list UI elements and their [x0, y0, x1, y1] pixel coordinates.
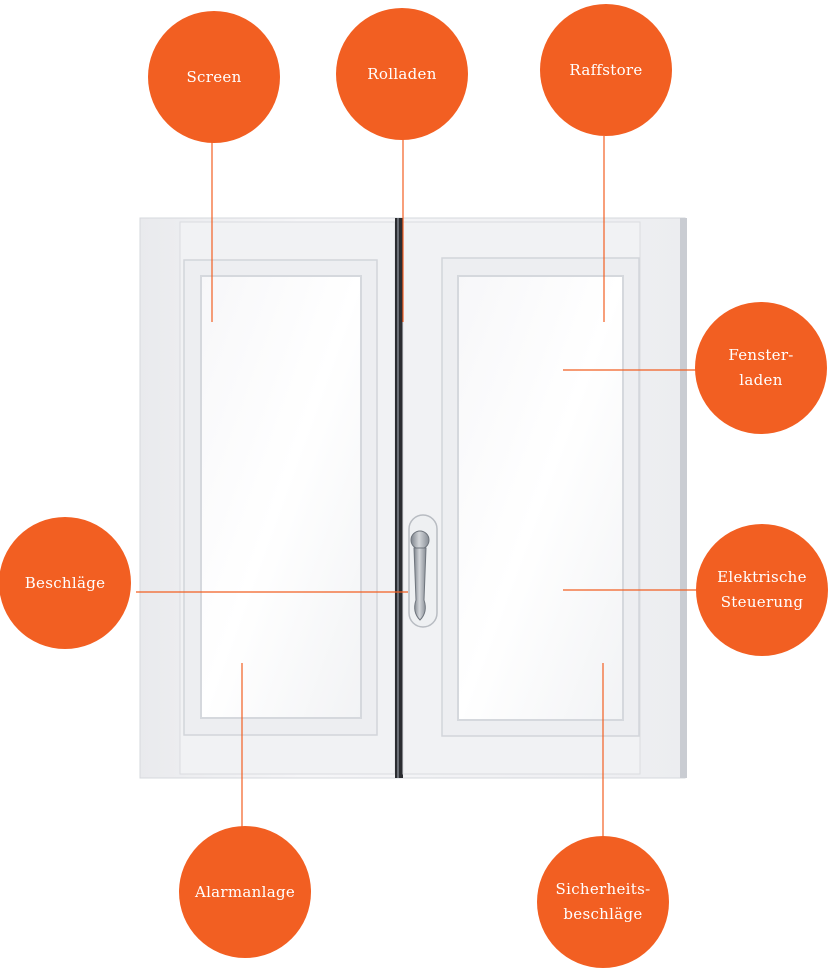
bubble-label-line: Beschläge [24, 573, 106, 592]
bubble-label-line: beschläge [563, 905, 643, 923]
bubble-fensterladen: Fenster-laden [695, 302, 827, 434]
bubble-label: Screen [186, 65, 241, 90]
bubble-screen: Screen [148, 11, 280, 143]
bubble-sicherheitsbeschlaege: Sicherheits-beschläge [537, 836, 669, 968]
bubble-alarmanlage: Alarmanlage [179, 826, 311, 958]
bubble-label-line: Raffstore [569, 60, 643, 79]
center-mullion-highlight [397, 218, 399, 778]
bubble-label: Rolladen [367, 62, 436, 87]
bubble-label-line: laden [739, 371, 783, 389]
left-glass [200, 275, 362, 719]
bubble-beschlaege: Beschläge [0, 517, 131, 649]
left-sash [179, 221, 396, 775]
handle-knob [410, 530, 430, 550]
right-sash [402, 221, 641, 775]
bubble-label-line: Sicherheits- [555, 880, 651, 898]
bubble-raffstore: Raffstore [540, 4, 672, 136]
bubble-label: Raffstore [569, 58, 642, 83]
bubble-label-line: Rolladen [367, 64, 437, 83]
window [139, 217, 687, 779]
bubble-rolladen: Rolladen [336, 8, 468, 140]
bubble-label-line: Fenster- [728, 346, 794, 364]
handle-lever [413, 547, 427, 621]
bubble-label-line: Steuerung [720, 593, 804, 611]
bubble-label: Sicherheits-beschläge [556, 877, 651, 927]
window-right-edge [680, 218, 687, 778]
bubble-label-line: Screen [186, 67, 242, 86]
right-glass [457, 275, 624, 721]
window-handle-icon [408, 514, 438, 628]
bubble-label: Alarmanlage [195, 880, 295, 905]
bubble-label: Fenster-laden [728, 343, 793, 393]
callout-lines [136, 136, 696, 838]
bubble-label-line: Elektrische [717, 568, 807, 586]
bubble-label-line: Alarmanlage [194, 882, 296, 901]
bubble-label: Beschläge [25, 571, 106, 596]
